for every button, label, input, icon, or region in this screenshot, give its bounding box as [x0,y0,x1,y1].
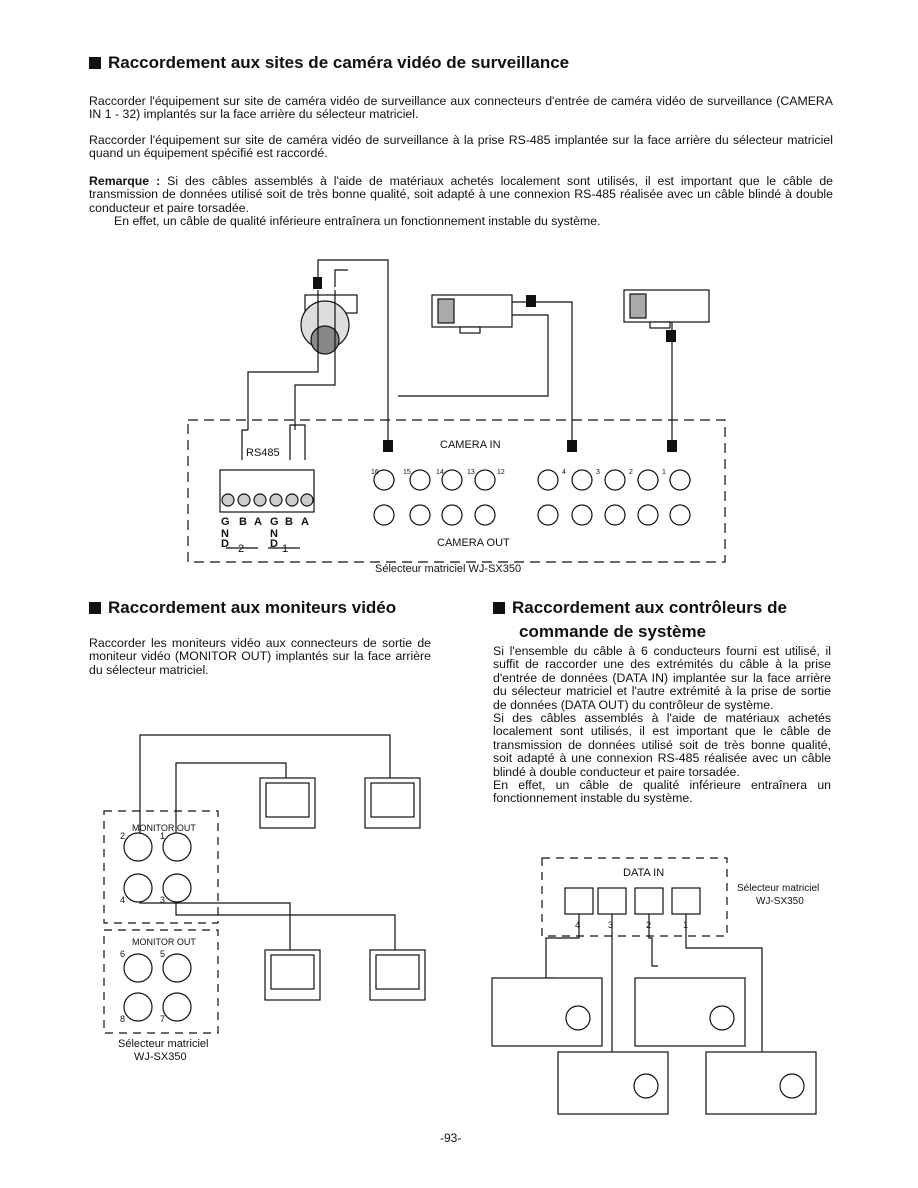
port-number: 2 [646,920,651,930]
camera-in-label: CAMERA IN [440,439,501,451]
diagram2-caption: WJ-SX350 [134,1051,187,1063]
paragraph: Si l'ensemble du câble à 6 conducteurs f… [493,644,831,712]
jack-number: 3 [160,895,165,905]
heading-bullet-icon [493,602,505,614]
group-label: 1 [282,543,288,555]
jack-number: 4 [562,469,566,476]
monitor-out-label: MONITOR OUT [132,937,196,947]
jack-number: 15 [403,469,411,476]
terminal-label: G [221,516,230,528]
section1-body: Raccorder l'équipement sur site de camér… [89,94,833,161]
monitor-connection-diagram: MONITOR OUT MONITOR OUT 2 1 4 3 6 5 8 7 … [103,734,426,1063]
jack-number: 14 [436,469,444,476]
section-heading: Raccordement aux sites de caméra vidéo d… [89,53,839,73]
port-number: 1 [683,920,688,930]
diagram1-caption: Sélecteur matriciel WJ-SX350 [375,563,521,575]
page-number: -93- [440,1131,462,1145]
jack-number: 1 [662,469,666,476]
terminal-label: G [270,516,279,528]
section3-body: Si l'ensemble du câble à 6 conducteurs f… [493,644,831,806]
terminal-label: A [254,516,262,528]
section-heading-line2: commande de système [519,622,707,641]
camera-connection-diagram: RS485 CAMERA IN CAMERA OUT G B A G B A N… [187,259,726,575]
port-number: 4 [575,920,580,930]
note-block: Remarque : Si des câbles assemblés à l'a… [89,174,834,229]
paragraph: Si des câbles assemblés à l'aide de maté… [493,711,831,779]
jack-number: 8 [120,1014,125,1024]
gnd-letter: D [221,538,229,550]
section-camera-sites: Raccordement aux sites de caméra vidéo d… [89,53,839,73]
monitor-out-label: MONITOR OUT [132,823,196,833]
jack-number: 5 [160,949,165,959]
section-heading: Raccordement aux moniteurs vidéo [89,598,449,618]
camera-out-label: CAMERA OUT [437,537,510,549]
heading-text: Raccordement aux sites de caméra vidéo d… [108,53,570,72]
rs485-label: RS485 [246,447,280,459]
jack-number: 2 [629,469,633,476]
jack-number: 2 [120,831,125,841]
section-monitors: Raccordement aux moniteurs vidéo [89,598,449,618]
terminal-label: B [285,516,293,528]
terminal-label: A [301,516,309,528]
controller-connection-diagram: DATA IN Sélecteur matriciel WJ-SX350 4 3… [491,857,819,1115]
heading-bullet-icon [89,602,101,614]
diagram3-caption: WJ-SX350 [756,896,804,907]
jack-number: 3 [596,469,600,476]
jack-number: 16 [371,469,379,476]
terminal-label: B [239,516,247,528]
diagram3-caption: Sélecteur matriciel [737,883,819,894]
section-controllers: Raccordement aux contrôleurs de commande… [493,598,838,642]
jack-number: 6 [120,949,125,959]
heading-bullet-icon [89,57,101,69]
note-text: Si des câbles assemblés à l'aide de maté… [89,174,834,215]
paragraph: Raccorder les moniteurs vidéo aux connec… [89,636,431,677]
paragraph: Raccorder l'équipement sur site de camér… [89,132,833,161]
jack-number: 4 [120,895,125,905]
group-label: 2 [238,543,244,555]
gnd-letter: N [221,528,229,540]
port-number: 3 [608,920,613,930]
note-text-2: En effet, un câble de qualité inférieure… [114,214,601,229]
paragraph: En effet, un câble de qualité inférieure… [493,778,831,806]
section-heading: Raccordement aux contrôleurs de [493,598,838,618]
paragraph: Raccorder l'équipement sur site de camér… [89,94,833,122]
section2-body: Raccorder les moniteurs vidéo aux connec… [89,636,431,677]
jack-number: 13 [467,469,475,476]
diagram2-caption: Sélecteur matriciel [118,1038,208,1050]
jack-number: 12 [497,469,505,476]
gnd-letter: D [270,538,278,550]
heading-text: Raccordement aux contrôleurs de [512,598,787,617]
data-in-label: DATA IN [623,867,664,879]
jack-number: 1 [160,831,165,841]
heading-text: Raccordement aux moniteurs vidéo [108,598,397,617]
gnd-letter: N [270,528,278,540]
note-label: Remarque : [89,174,161,188]
jack-number: 7 [160,1014,165,1024]
